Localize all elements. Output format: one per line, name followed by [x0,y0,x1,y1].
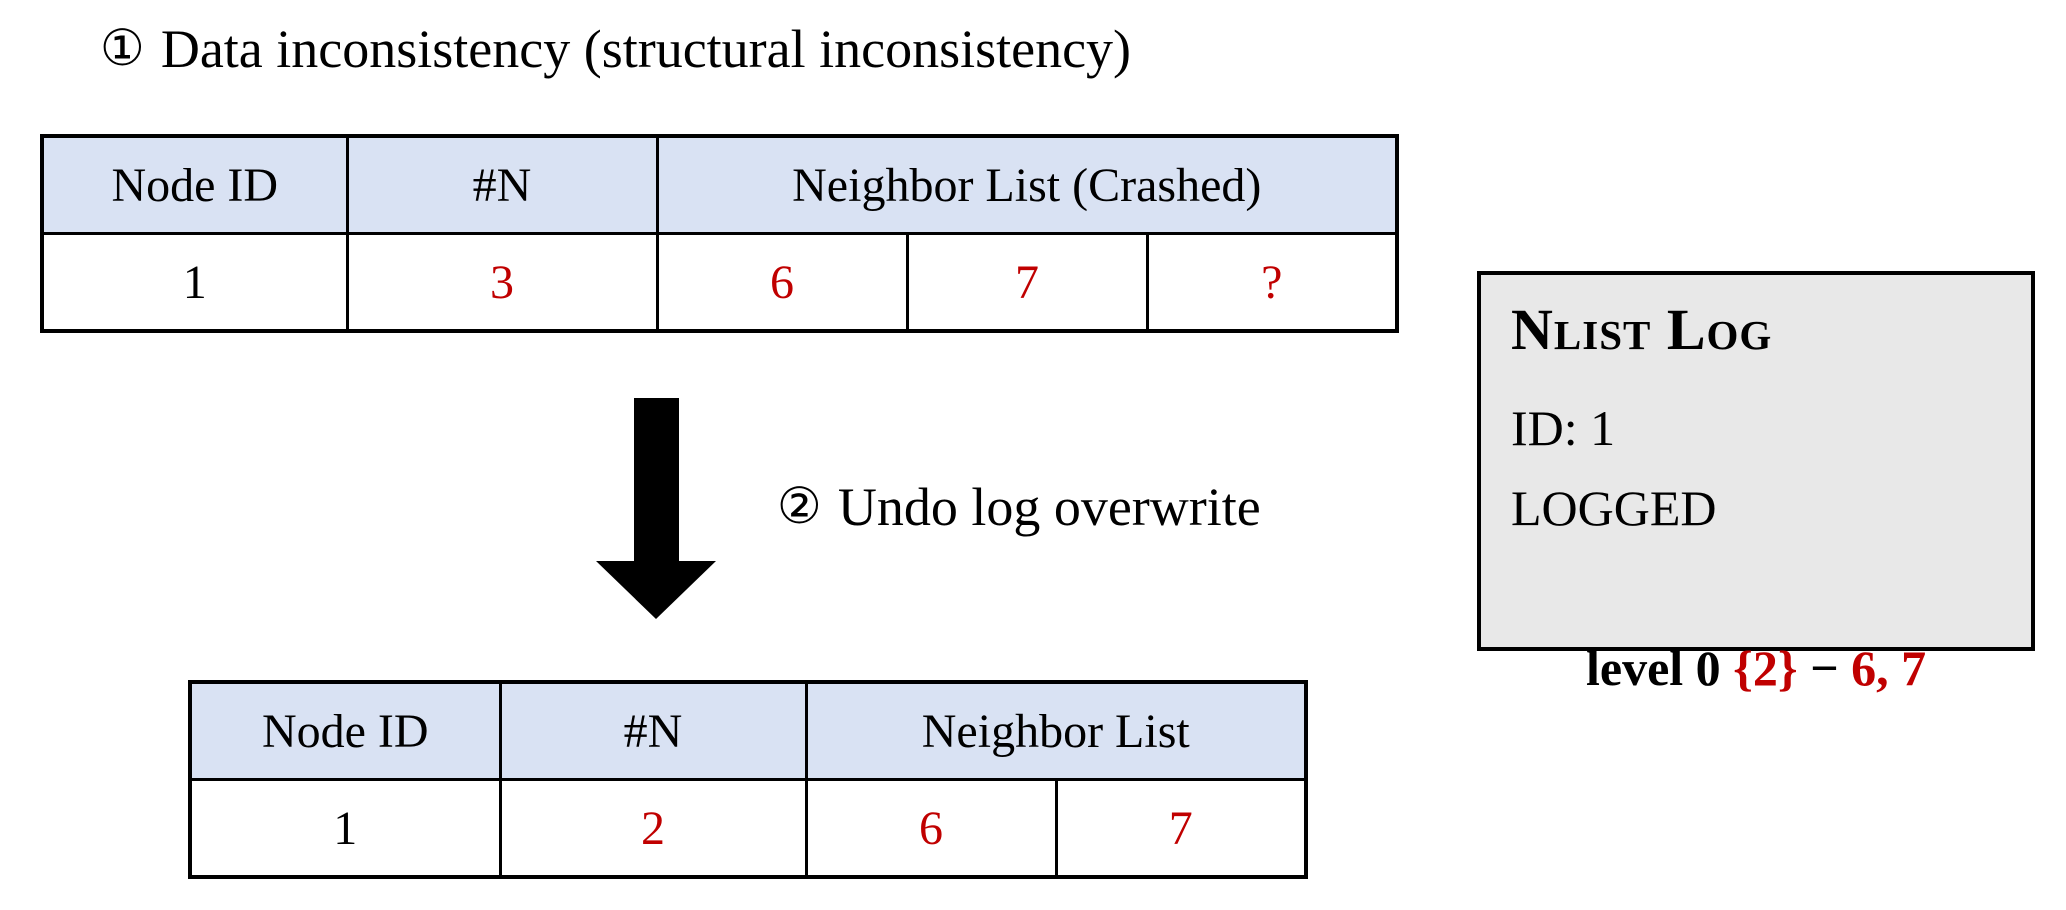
table-recovered-cell-n-count: 2 [498,778,808,879]
table-recovered-header-node-id: Node ID [188,680,502,781]
table-crashed-header-node-id: Node ID [40,134,349,235]
table-recovered-data-row: 1 2 6 7 [188,778,1308,879]
table-crashed-data-row: 1 3 6 7 ? [40,232,1399,333]
table-recovered-cell-neighbor-1: 7 [1054,778,1308,879]
nlist-log-level-line: level 0 {2} − 6, 7 [1511,548,2015,788]
table-recovered: Node ID #N Neighbor List 1 2 6 7 [188,680,1308,879]
step1-text: Data inconsistency (structural inconsist… [160,19,1132,79]
table-crashed: Node ID #N Neighbor List (Crashed) 1 3 6… [40,134,1399,333]
arrow-shaft [634,398,679,563]
level-prefix: level 0 [1586,639,1734,696]
circled-one-icon: ① [100,19,145,77]
table-crashed-cell-neighbor-0: 6 [655,232,909,333]
level-separator: − [1797,639,1852,696]
step2-text: Undo log overwrite [837,477,1261,537]
table-crashed-header-row: Node ID #N Neighbor List (Crashed) [40,134,1399,235]
table-crashed-cell-n-count: 3 [345,232,659,333]
arrow-head [596,561,716,619]
step2-label: ② Undo log overwrite [777,476,1261,538]
nlist-log-status-line: LOGGED [1511,479,1717,536]
table-crashed-header-n-count: #N [345,134,659,235]
table-recovered-cell-node-id: 1 [188,778,502,879]
table-recovered-header-row: Node ID #N Neighbor List [188,680,1308,781]
table-recovered-cell-neighbor-0: 6 [804,778,1058,879]
level-neighbor-values: 6, 7 [1851,639,1927,696]
table-crashed-header-neighbor-list: Neighbor List (Crashed) [655,134,1399,235]
circled-two-icon: ② [777,477,822,535]
table-recovered-header-neighbor-list: Neighbor List [804,680,1308,781]
nlist-log-id-line: ID: 1 [1511,399,1616,456]
table-crashed-cell-neighbor-2: ? [1145,232,1399,333]
step1-label: ① Data inconsistency (structural inconsis… [100,18,1131,80]
level-old-count: {2} [1733,639,1798,696]
nlist-log-title: Nlist Log [1511,297,1773,362]
nlist-log-box: Nlist Log ID: 1 LOGGED level 0 {2} − 6, … [1477,271,2035,696]
table-recovered-header-n-count: #N [498,680,808,781]
table-crashed-cell-neighbor-1: 7 [905,232,1149,333]
table-crashed-cell-node-id: 1 [40,232,349,333]
